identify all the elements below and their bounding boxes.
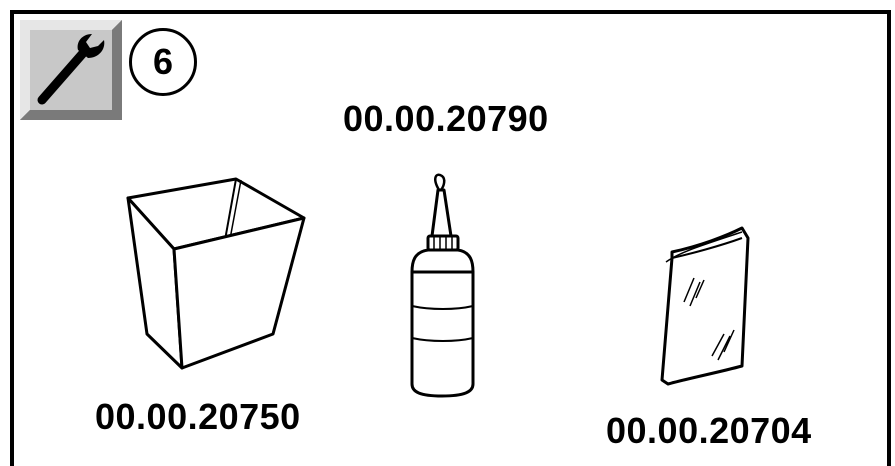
frame-border bbox=[10, 10, 891, 466]
part-number-box: 00.00.20750 bbox=[95, 396, 301, 437]
part-number-oil-bottle: 00.00.20790 bbox=[343, 98, 549, 139]
box-icon bbox=[126, 177, 306, 370]
oil-bottle-icon bbox=[410, 173, 475, 398]
plastic-bag-icon bbox=[660, 226, 750, 386]
step-number-badge: 6 bbox=[129, 28, 197, 96]
tool-box bbox=[20, 20, 122, 120]
wrench-icon bbox=[37, 34, 105, 105]
part-number-bag: 00.00.20704 bbox=[606, 410, 812, 451]
